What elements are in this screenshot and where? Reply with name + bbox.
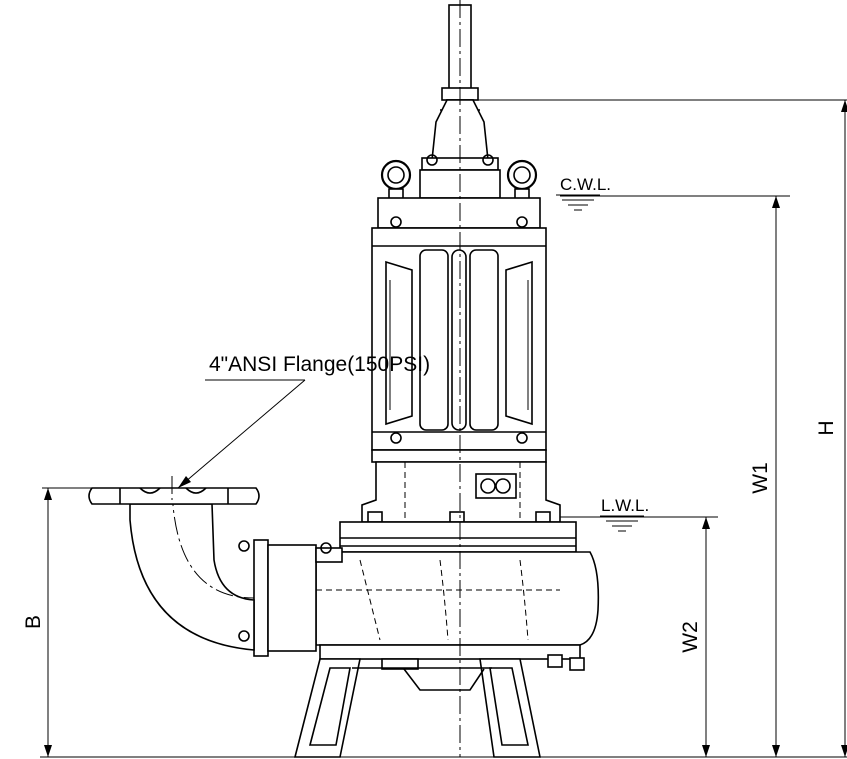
h-dimension-label: H <box>815 420 838 435</box>
pump-body <box>88 0 600 758</box>
flange-leader <box>177 379 306 489</box>
cwl-symbol <box>556 194 600 211</box>
w2-dimension-label: W2 <box>679 621 702 653</box>
flange-label: 4"ANSI Flange(150PSI) <box>209 353 430 376</box>
lwl-symbol <box>600 515 644 532</box>
cwl-label: C.W.L. <box>560 175 611 194</box>
b-dimension-label: B <box>22 615 45 629</box>
lwl-label: L.W.L. <box>601 496 649 515</box>
w1-dimension-label: W1 <box>749 462 772 494</box>
